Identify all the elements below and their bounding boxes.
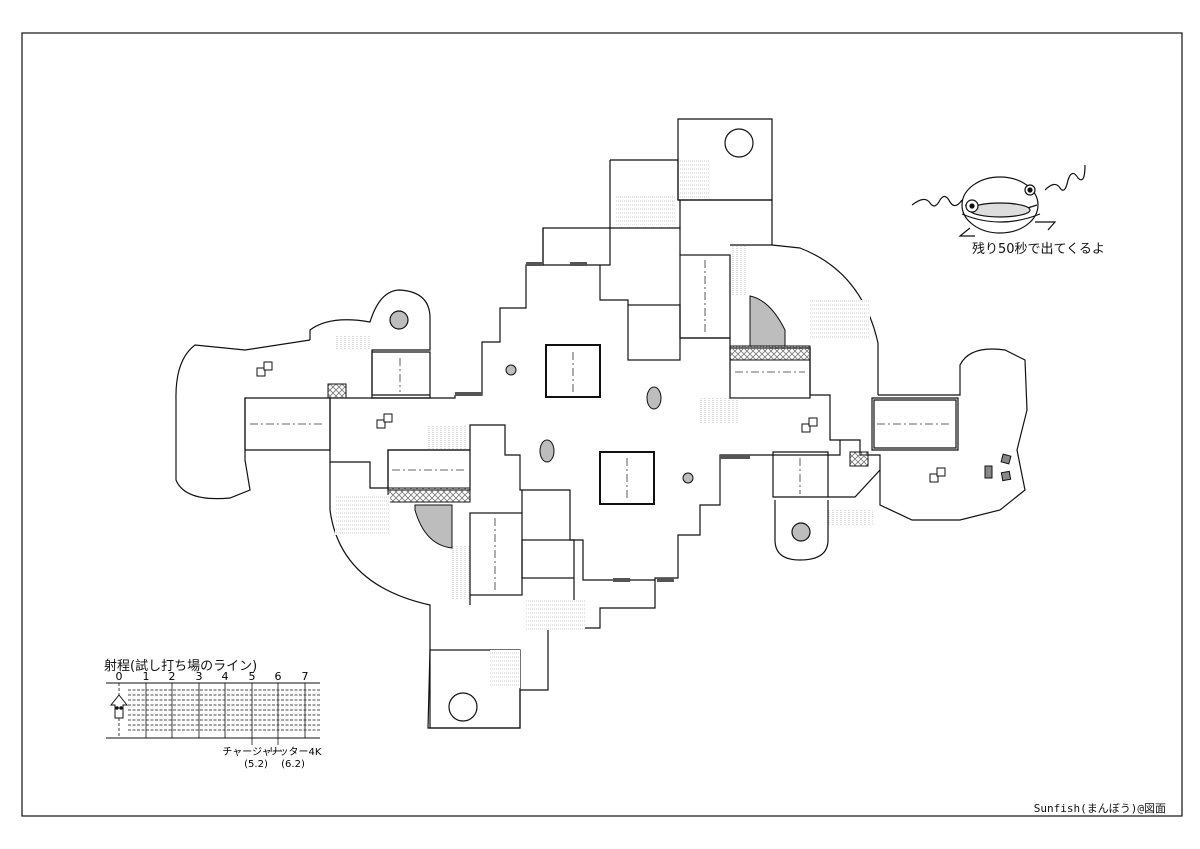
credit-text: Sunfish(まんぼう)@図面 bbox=[1033, 802, 1166, 815]
range-tick-2: 2 bbox=[168, 670, 176, 683]
squid-kid-icon bbox=[109, 694, 129, 719]
map-details bbox=[250, 160, 1012, 688]
weapon-range-charger: (5.2) bbox=[244, 759, 268, 770]
range-tick-3: 3 bbox=[195, 670, 203, 683]
range-tick-7: 7 bbox=[301, 670, 309, 683]
range-tick-6: 6 bbox=[274, 670, 282, 683]
map-note: 残り50秒で出てくるよ bbox=[972, 242, 1105, 257]
weapon-range-liter4k: (6.2) bbox=[281, 759, 305, 770]
map-outline bbox=[175, 118, 1028, 729]
sheet-border bbox=[21, 32, 1183, 817]
weapon-name-liter4k: リッター4K bbox=[268, 747, 322, 758]
range-tick-1: 1 bbox=[142, 670, 150, 683]
range-tick-5: 5 bbox=[248, 670, 256, 683]
sunfish-mascot-icon bbox=[911, 164, 1086, 237]
range-legend-graphic bbox=[106, 682, 320, 745]
range-legend-title: 射程(試し打ち場のライン) bbox=[104, 659, 258, 674]
range-tick-0: 0 bbox=[115, 670, 123, 683]
weapon-name-charger: チャージャー bbox=[222, 747, 282, 758]
range-tick-4: 4 bbox=[221, 670, 229, 683]
